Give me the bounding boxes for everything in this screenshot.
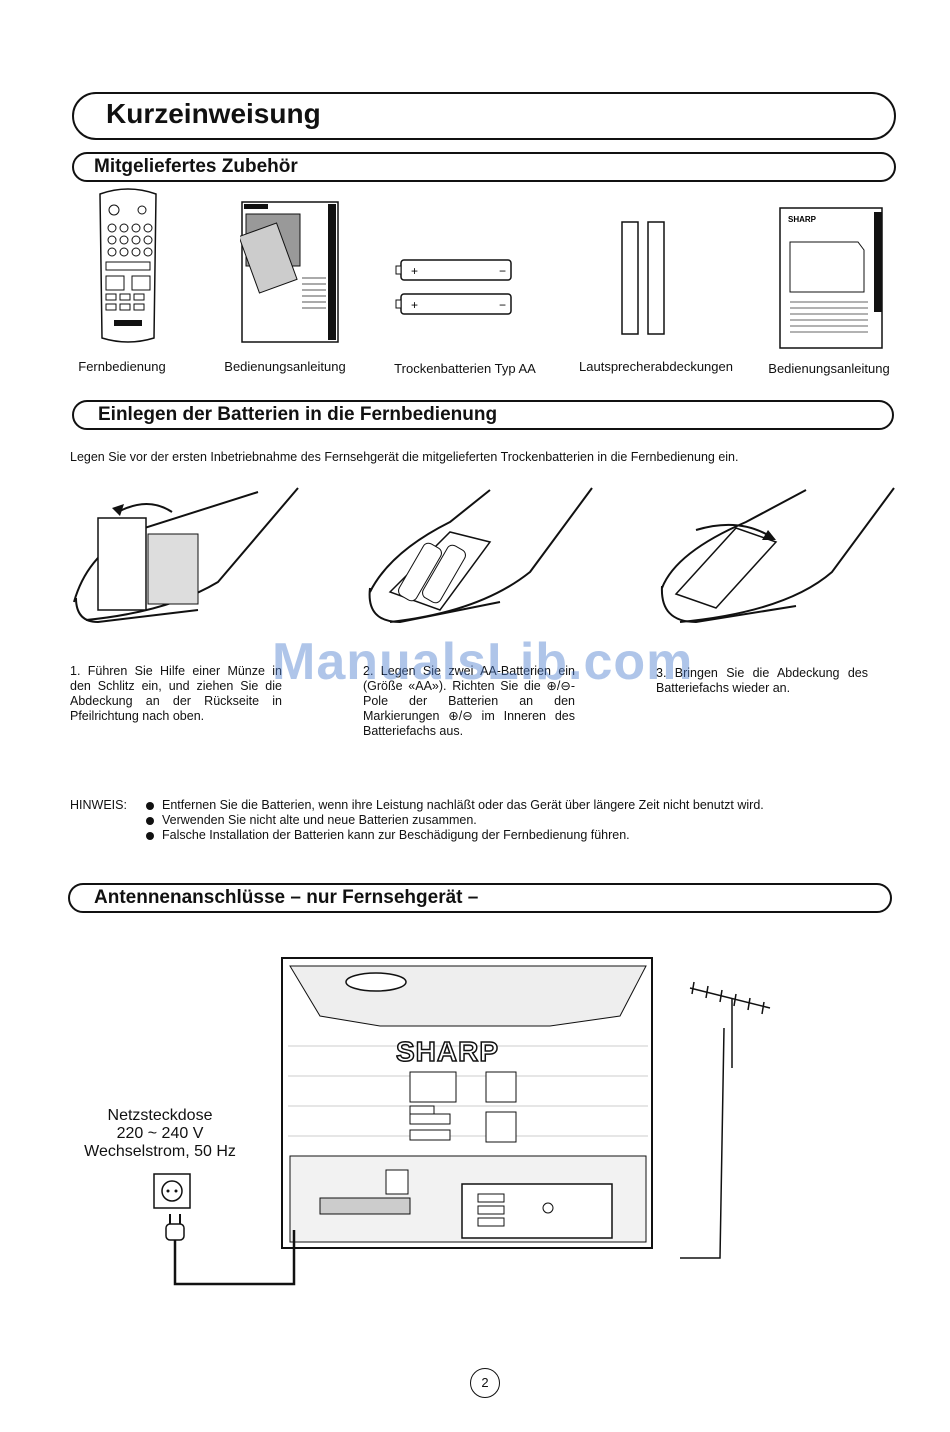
remote-battery-illustration — [368, 487, 593, 624]
brand-logo: SHARP — [395, 1035, 500, 1068]
accessory-label: Lautsprecherabdeckungen — [579, 359, 733, 374]
manual-icon: SHARP — [779, 207, 883, 349]
tv-rear-illustration — [281, 957, 653, 1249]
note-item: Entfernen Sie die Batterien, wenn ihre L… — [146, 798, 764, 813]
power-plug-icon — [165, 1214, 296, 1286]
note-item: Falsche Installation der Batterien kann … — [146, 828, 764, 843]
main-header: Kurzeinweisung — [72, 92, 896, 140]
page-title: Kurzeinweisung — [106, 98, 321, 129]
accessory-label: Trockenbatterien Typ AA — [394, 361, 536, 376]
section-title: Antennenanschlüsse – nur Fernsehgerät – — [94, 887, 479, 908]
step-2-text: 2. Legen Sie zwei AA-Batterien ein (Größ… — [363, 664, 575, 738]
step-3-text: 3. Bringen Sie die Abdeckung des Batteri… — [656, 666, 868, 695]
battery-icon: + − + − — [395, 259, 512, 315]
manual-icon — [240, 201, 339, 343]
remote-battery-illustration — [73, 487, 299, 624]
section-header-batteries: Einlegen der Batterien in die Fernbedien… — [72, 400, 894, 430]
step-1-text: 1. Führen Sie Hilfe einer Münze in den S… — [70, 664, 282, 723]
svg-text:+: + — [411, 264, 418, 278]
section-title: Mitgeliefertes Zubehör — [94, 156, 298, 177]
accessory-label: Bedienungsanleitung — [224, 359, 346, 374]
remote-battery-illustration — [660, 487, 895, 624]
note-item: Verwenden Sie nicht alte und neue Batter… — [146, 813, 764, 828]
note-label: HINWEIS: — [70, 798, 127, 812]
svg-text:−: − — [499, 264, 506, 278]
antenna-icon — [680, 981, 771, 1259]
svg-text:+: + — [411, 298, 418, 312]
svg-text:−: − — [499, 298, 506, 312]
section-header-antenna: Antennenanschlüsse – nur Fernsehgerät – — [68, 883, 892, 913]
remote-icon — [99, 188, 157, 343]
watermark: ManualsLib.com — [272, 633, 694, 691]
section-title: Einlegen der Batterien in die Fernbedien… — [98, 404, 498, 425]
accessory-label: Fernbedienung — [78, 359, 166, 374]
power-socket-icon — [153, 1173, 191, 1209]
svg-text:SHARP: SHARP — [788, 215, 817, 224]
intro-text: Legen Sie vor der ersten Inbetriebnahme … — [70, 450, 739, 464]
accessory-label: Bedienungsanleitung — [768, 361, 890, 376]
note-list: Entfernen Sie die Batterien, wenn ihre L… — [146, 798, 764, 843]
speaker-cover-icon — [621, 221, 665, 335]
power-socket-label: Netzsteckdose 220 ~ 240 V Wechselstrom, … — [84, 1107, 236, 1160]
page-number: 2 — [470, 1368, 500, 1398]
section-header-accessories: Mitgeliefertes Zubehör — [72, 152, 896, 182]
